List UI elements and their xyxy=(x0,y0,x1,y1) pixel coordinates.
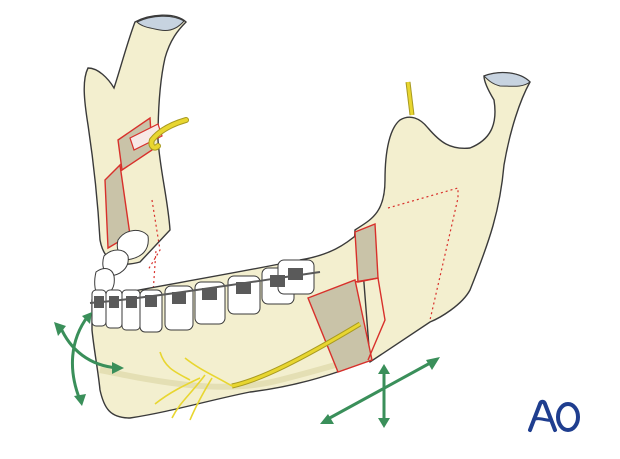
translation-arrows xyxy=(320,357,440,428)
right-ramus xyxy=(349,71,531,364)
left-ramus xyxy=(83,14,189,309)
rotation-arrows xyxy=(54,312,124,406)
inferior-alveolar-nerve xyxy=(154,321,362,421)
body-segment-cut xyxy=(307,222,386,373)
ao-logo: AO xyxy=(527,398,582,433)
dental-arch-with-brackets xyxy=(89,230,321,333)
